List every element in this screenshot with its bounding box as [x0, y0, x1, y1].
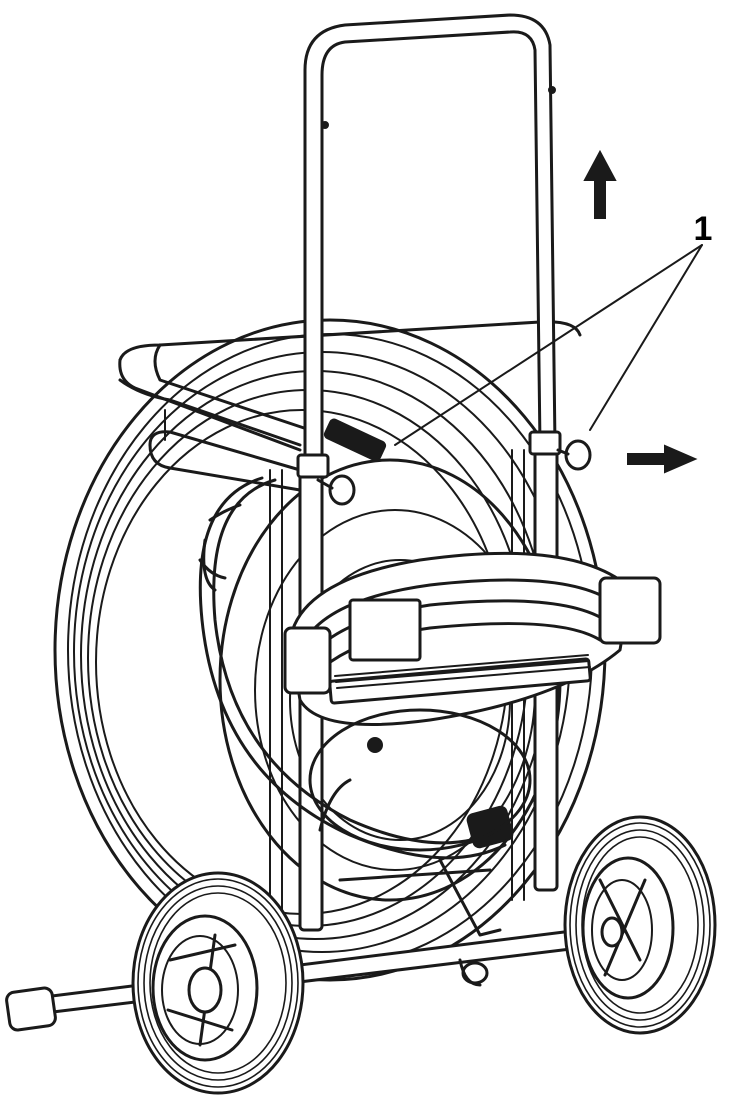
reel-hub: [308, 708, 532, 937]
callout-label: 1: [694, 210, 713, 248]
hose-coil: [198, 476, 514, 860]
hose-hanger-basket: [283, 551, 662, 726]
arrow-up-icon: [583, 149, 617, 219]
lock-knob-left: [296, 418, 387, 506]
callout-1: 1: [394, 210, 713, 446]
lock-knob-right: [528, 430, 592, 471]
wheel-left: [131, 871, 305, 1095]
arrow-right-icon: [627, 444, 698, 474]
wheel-right: [563, 815, 717, 1035]
